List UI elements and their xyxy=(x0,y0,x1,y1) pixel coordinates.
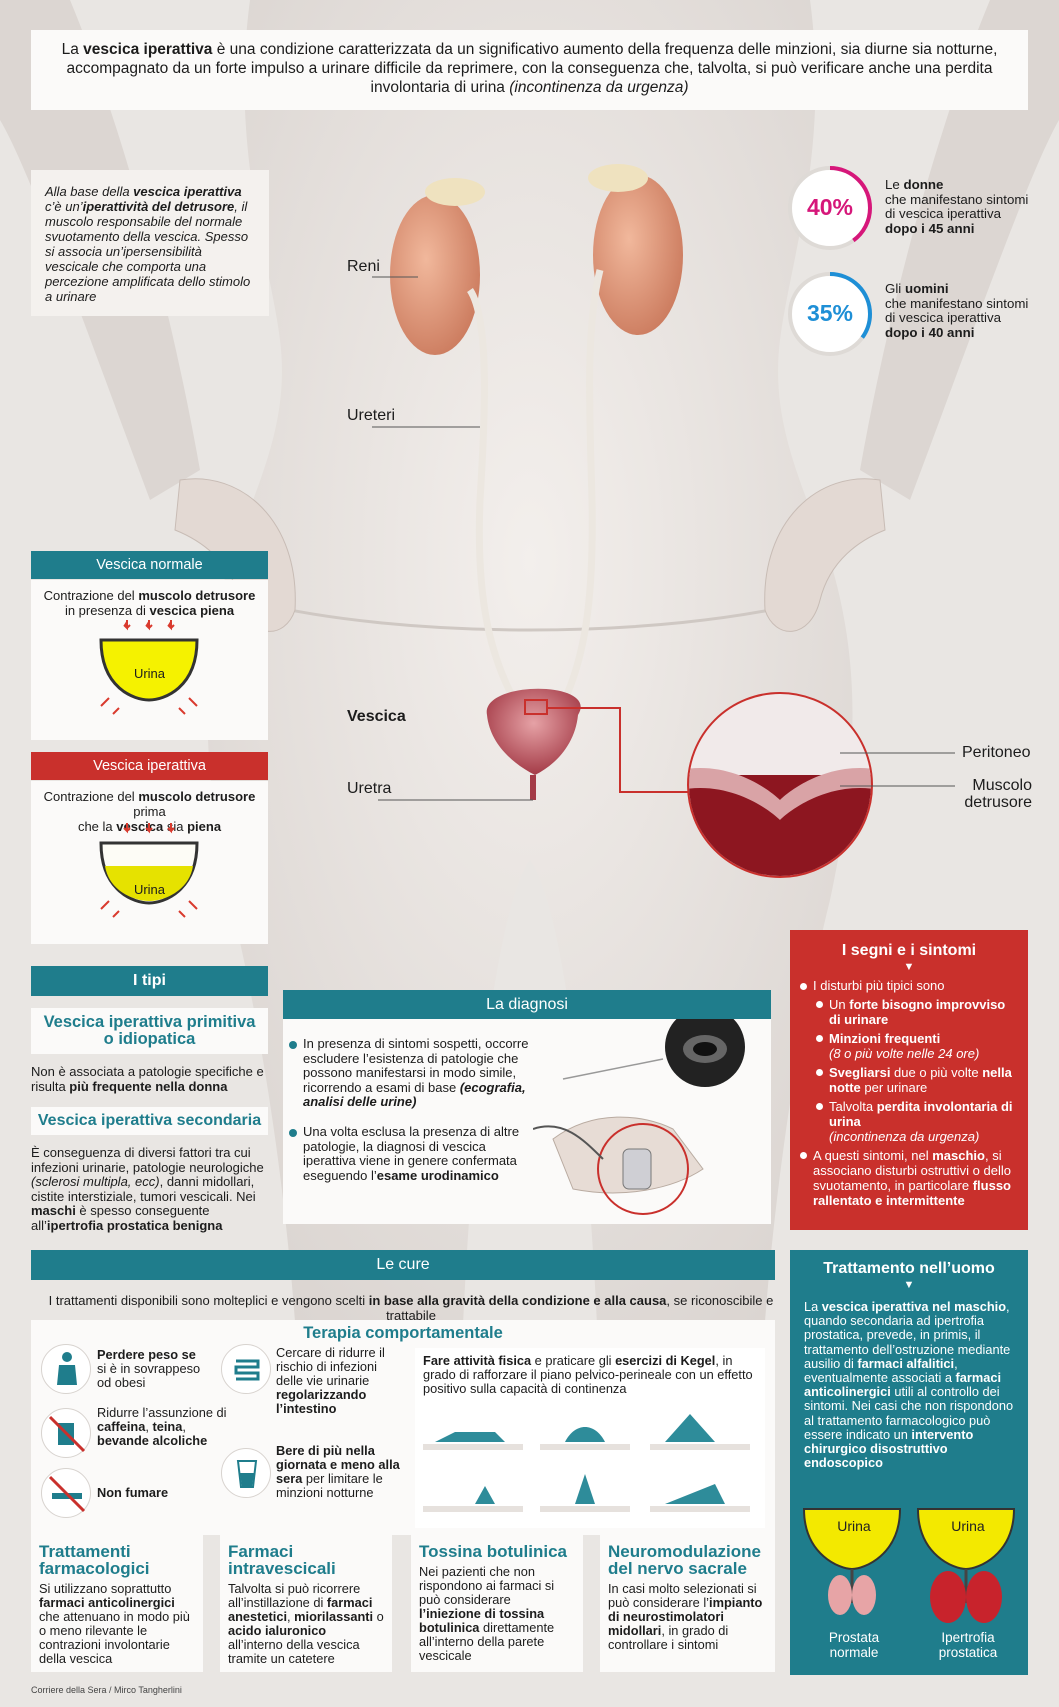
types-header: I tipi xyxy=(31,966,268,996)
stat-ring-men xyxy=(788,272,872,356)
symptoms-title: I segni e i sintomi xyxy=(841,942,977,959)
treatment-title-neuromodulation: Neuromodulazione del nervo sacrale xyxy=(608,1542,762,1578)
diagnosis-panel: In presenza di sintomi sospetti, occorre… xyxy=(283,1019,771,1224)
no-smoking-icon xyxy=(41,1468,91,1518)
cure-item-water: Bere di più nella giornata e meno alla s… xyxy=(276,1443,400,1500)
kegel-text: Fare attività fisica e praticare gli ese… xyxy=(423,1353,753,1396)
label-ureteri: Ureteri xyxy=(347,407,396,424)
diagnosis-header: La diagnosi xyxy=(283,990,771,1020)
water-glass-icon xyxy=(221,1448,271,1498)
treatment-card-intravesical: Farmaci intravescicali Talvolta si può r… xyxy=(220,1535,392,1672)
men-treatment-panel: Trattamento nell’uomo ▼ La vescica ipera… xyxy=(790,1250,1028,1675)
men-treatment-title: Trattamento nell’uomo xyxy=(823,1260,995,1277)
types-primary-text: Non è associata a patologie specifiche e… xyxy=(31,1064,264,1094)
behavioral-therapy-title: Terapia comportamentale xyxy=(303,1324,503,1342)
diagnosis-point-2: Una volta esclusa la presenza di altre p… xyxy=(289,1124,531,1183)
symptom-item: Talvolta perdita involontaria di urina(i… xyxy=(816,1099,1018,1144)
symptom-item: Un forte bisogno improvviso di urinare xyxy=(816,997,1018,1027)
kegel-exercises-illustration xyxy=(423,1414,750,1512)
label-peritoneo: Peritoneo xyxy=(962,744,1031,761)
symptom-item: Minzioni frequenti(8 o più volte nelle 2… xyxy=(816,1031,1018,1061)
credit: Corriere della Sera / Mirco Tangherlini xyxy=(31,1685,182,1695)
weight-icon xyxy=(41,1344,91,1394)
overactive-urina-label: Urina xyxy=(133,882,166,897)
cure-item-intestine: Cercare di ridurre il rischio di infezio… xyxy=(276,1345,385,1416)
men-treatment-text: La vescica iperattiva nel maschio, quand… xyxy=(804,1299,1014,1471)
treatment-text-neuromodulation: In casi molto selezionati si può conside… xyxy=(608,1581,763,1652)
treatment-text-botulinum: Nei pazienti che non rispondono ai farma… xyxy=(419,1564,555,1663)
label-vescica: Vescica xyxy=(347,708,406,725)
types-primary-title: Vescica iperattiva primitiva o idiopatic… xyxy=(43,1013,256,1048)
normal-urina-label: Urina xyxy=(133,666,166,681)
types-secondary-title: Vescica iperattiva secondaria xyxy=(37,1112,262,1129)
symptoms-male: A questi sintomi, nel maschio, si associ… xyxy=(800,1148,1018,1208)
label-reni: Reni xyxy=(347,258,380,275)
treatment-title-pharma: Trattamenti farmacologici xyxy=(39,1542,150,1578)
cure-item-smoking: Non fumare xyxy=(97,1485,169,1500)
diagnosis-point-1: In presenza di sintomi sospetti, occorre… xyxy=(289,1036,531,1110)
intro-panel: La vescica iperattiva è una condizione c… xyxy=(31,30,1028,110)
stat-value-men: 35% xyxy=(806,300,854,326)
treatment-title-botulinum: Tossina botulinica xyxy=(419,1542,567,1561)
symptom-item: Svegliarsi due o più volte nella notte p… xyxy=(816,1065,1018,1095)
side-note: Alla base della vescica iperattiva c’è u… xyxy=(31,170,269,316)
types-secondary-title-box: Vescica iperattiva secondaria xyxy=(31,1107,268,1135)
treatment-card-botulinum: Tossina botulinica Nei pazienti che non … xyxy=(411,1535,583,1672)
overactive-bladder-diagram xyxy=(99,823,199,918)
treatment-card-neuromodulation: Neuromodulazione del nervo sacrale In ca… xyxy=(600,1535,775,1672)
men-arrow-icon: ▼ xyxy=(903,1279,915,1291)
symptoms-intro: I disturbi più tipici sono xyxy=(800,978,1018,993)
cure-intro: I trattamenti disponibili sono molteplic… xyxy=(48,1293,774,1323)
kegel-box: Fare attività fisica e praticare gli ese… xyxy=(415,1348,765,1528)
types-secondary-text: È conseguenza di diversi fattori tra cui… xyxy=(31,1145,264,1233)
men-urina-label-1: Urina xyxy=(837,1518,871,1534)
symptoms-panel: I segni e i sintomi ▼ I disturbi più tip… xyxy=(790,930,1028,1230)
cure-header: Le cure xyxy=(31,1250,775,1280)
symptoms-arrow-icon: ▼ xyxy=(903,961,915,973)
ultrasound-illustration xyxy=(533,1019,745,1215)
stat-ring-women xyxy=(788,166,872,250)
treatment-text-pharma: Si utilizzano soprattutto farmaci antico… xyxy=(39,1581,190,1666)
prostate-diagram xyxy=(802,1508,1016,1623)
cure-item-caffeine: Ridurre l’assunzione di caffeina, teina,… xyxy=(97,1405,227,1448)
men-urina-label-2: Urina xyxy=(951,1518,985,1534)
treatment-card-pharma: Trattamenti farmacologici Si utilizzano … xyxy=(31,1535,203,1672)
normal-bladder-diagram xyxy=(99,620,199,715)
overactive-bladder-header: Vescica iperattiva xyxy=(31,752,268,780)
types-primary-title-box: Vescica iperattiva primitiva o idiopatic… xyxy=(31,1008,268,1054)
intestine-icon xyxy=(221,1344,271,1394)
stat-value-women: 40% xyxy=(806,194,854,220)
treatment-title-intravesical: Farmaci intravescicali xyxy=(228,1542,336,1578)
treatment-text-intravesical: Talvolta si può ricorrere all’instillazi… xyxy=(228,1581,384,1666)
label-uretra: Uretra xyxy=(347,780,392,797)
no-drinks-icon xyxy=(41,1408,91,1458)
normal-bladder-header: Vescica normale xyxy=(31,551,268,579)
